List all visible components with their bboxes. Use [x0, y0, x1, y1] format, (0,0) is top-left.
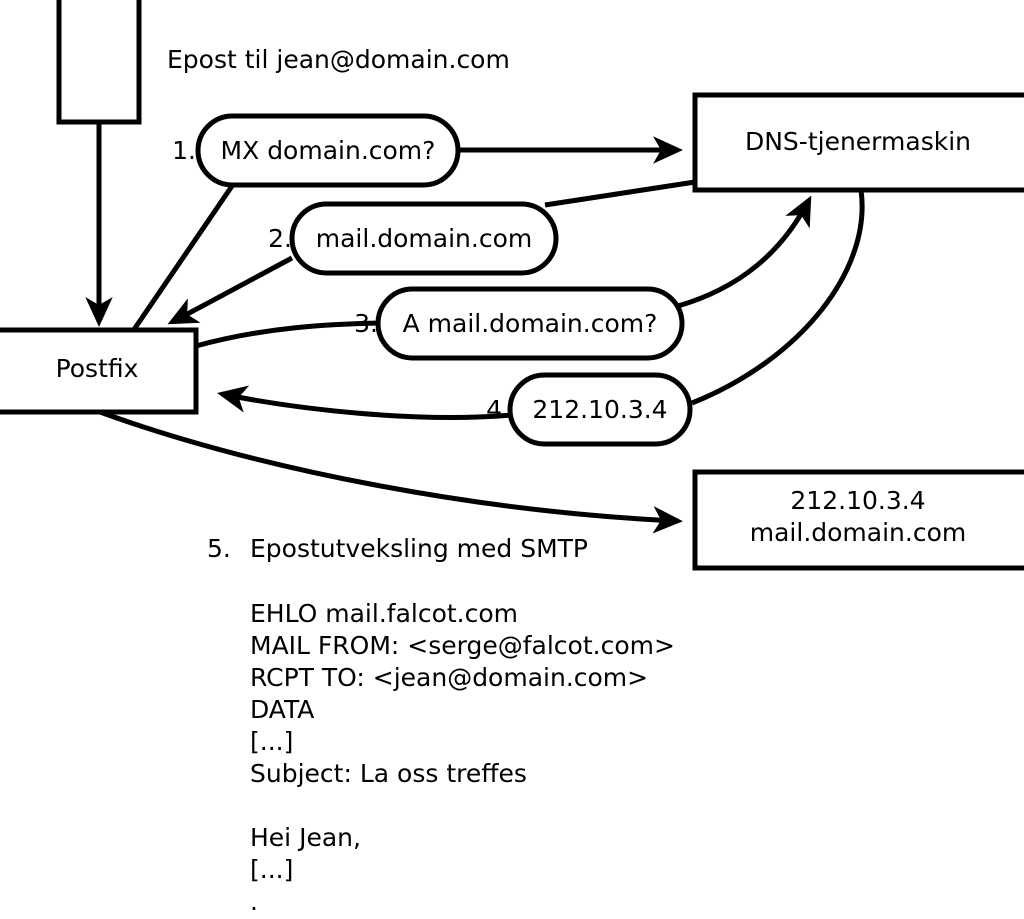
edge-step4-to-postfix: [217, 385, 513, 420]
smtp-line-2: RCPT TO: <jean@domain.com>: [250, 663, 648, 692]
smtp-line-0: EHLO mail.falcot.com: [250, 599, 518, 628]
smtp-line-9: .: [250, 887, 258, 916]
node-postfix-box: [0, 327, 199, 415]
step-2-number: 2.: [268, 224, 292, 253]
step-3-number: 3.: [354, 309, 378, 338]
step-3-bubble: [375, 286, 685, 361]
edge-step2-to-postfix: [167, 255, 294, 325]
title-text: Epost til jean@domain.com: [167, 45, 510, 74]
edge-postfix-to-mailserver: [99, 409, 683, 534]
step-1-label: MX domain.com?: [221, 136, 436, 165]
step-5-number: 5.: [207, 534, 231, 563]
edge-postfix-to-step1: [130, 184, 235, 333]
smtp-line-4: [...]: [250, 727, 293, 756]
smtp-line-7: Hei Jean,: [250, 823, 361, 852]
smtp-line-1: MAIL FROM: <serge@falcot.com>: [250, 631, 675, 660]
node-postfix-label: Postfix: [56, 354, 139, 383]
edge-dns-to-step2: [544, 179, 696, 208]
smtp-line-8: [...]: [250, 855, 293, 884]
step-2-label: mail.domain.com: [316, 224, 532, 253]
node-mailserver-host: mail.domain.com: [750, 518, 966, 547]
step-4-bubble: [507, 372, 693, 447]
step-5-label: Epostutveksling med SMTP: [250, 534, 588, 563]
node-mailserver-box: [692, 469, 1024, 571]
edge-step3-to-dns: [677, 195, 812, 309]
node-dns-box: [692, 92, 1024, 193]
smtp-line-3: DATA: [250, 695, 314, 724]
edge-dns-to-step4: [691, 189, 865, 406]
node-client-box: [56, 0, 142, 125]
step-3-label: A mail.domain.com?: [403, 309, 658, 338]
step-2-bubble: [289, 201, 559, 276]
smtp-line-5: Subject: La oss treffes: [250, 759, 527, 788]
step-4-number: 4.: [486, 395, 510, 424]
edge-postfix-to-step3: [195, 320, 383, 349]
step-1-number: 1.: [172, 136, 196, 165]
node-dns-label: DNS-tjenermaskin: [745, 127, 971, 156]
node-mailserver-ip: 212.10.3.4: [790, 486, 925, 515]
step-1-bubble: [195, 113, 461, 188]
step-4-label: 212.10.3.4: [532, 395, 667, 424]
